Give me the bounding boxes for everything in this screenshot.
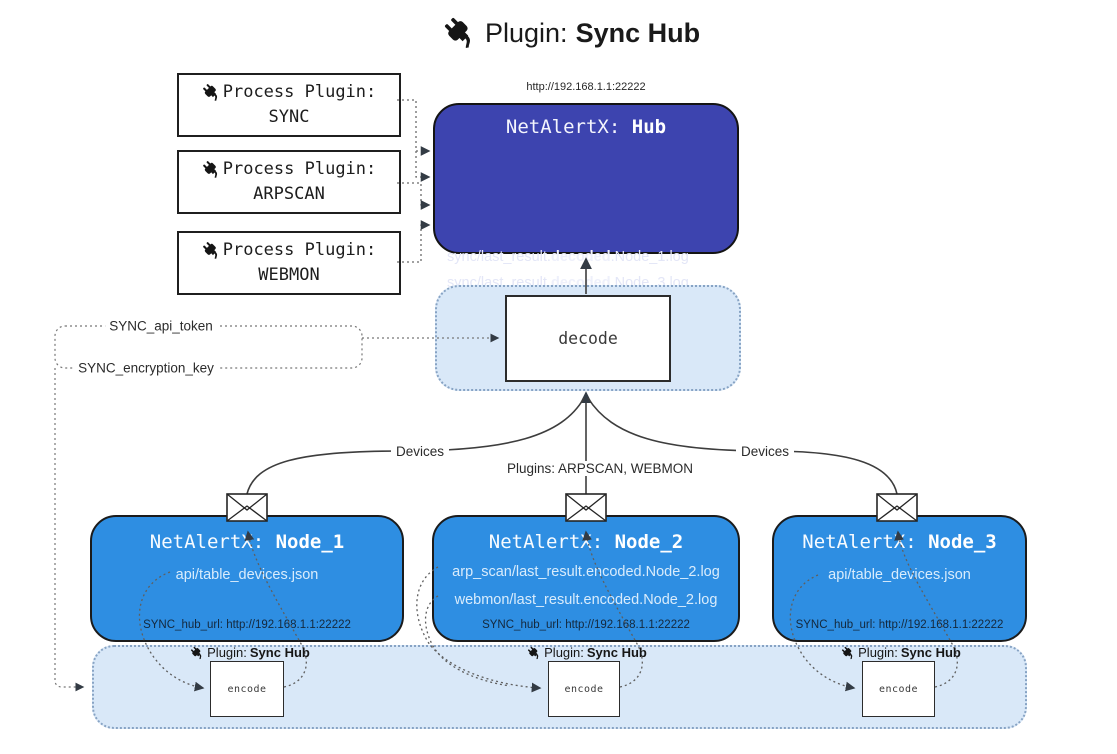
encode-box-node2: encode [548, 661, 620, 717]
process-plugin-label: Process Plugin: [222, 82, 377, 102]
node-hub-url: SYNC_hub_url: http://192.168.1.1:22222 [143, 619, 351, 631]
decode-box: decode [505, 295, 671, 382]
plug-icon [202, 160, 221, 179]
encode-label: encode [878, 683, 919, 695]
plug-icon [202, 83, 221, 102]
plug-icon [527, 646, 541, 660]
encode-label: encode [564, 683, 604, 695]
sync-api-token-label: SYNC_api_token [105, 318, 217, 334]
encoder-plugin-label: Plugin: Sync Hub [527, 645, 647, 660]
decode-label: decode [558, 329, 618, 348]
encode-label: encode [227, 683, 267, 695]
encoder-plugin-label: Plugin: Sync Hub [190, 645, 310, 660]
process-plugin-name: SYNC [268, 107, 310, 127]
node-file: api/table_devices.json [175, 567, 319, 583]
plug-icon [841, 646, 855, 660]
plug-icon [202, 241, 221, 260]
page-title-name: Sync Hub [575, 17, 701, 48]
node-hub-url: SYNC_hub_url: http://192.168.1.1:22222 [795, 619, 1004, 631]
node-title: NetAlertX: Node_3 [802, 531, 997, 553]
nodes-to-decode-curves [246, 391, 898, 495]
node-box-node1: NetAlertX: Node_1 api/table_devices.json… [90, 515, 404, 642]
hub-box: NetAlertX: Hub sync/last_result.decoded.… [433, 103, 739, 338]
process-plugin-label: Process Plugin: [222, 159, 377, 179]
process-plugin-name: WEBMON [258, 265, 320, 285]
hub-title: NetAlertX: Hub [505, 116, 667, 138]
node-file: webmon/last_result.encoded.Node_2.log [454, 592, 718, 608]
plug-icon [190, 646, 204, 660]
devices-label-right: Devices [735, 444, 795, 459]
encode-box-node3: encode [862, 661, 935, 717]
node-file: api/table_devices.json [828, 567, 971, 583]
node-box-node2: NetAlertX: Node_2 arp_scan/last_result.e… [432, 515, 740, 642]
hub-url-label: http://192.168.1.1:22222 [526, 81, 646, 93]
plug-icon [443, 16, 477, 50]
process-to-hub-connectors [397, 99, 431, 263]
page-title: Plugin: Sync Hub [443, 16, 700, 50]
node-box-node3: NetAlertX: Node_3 api/table_devices.json… [772, 515, 1027, 642]
process-plugin-box-sync: Process Plugin: SYNC [177, 73, 401, 137]
plugins-edge-label: Plugins: ARPSCAN, WEBMON [501, 461, 699, 476]
node-title: NetAlertX: Node_2 [488, 531, 684, 553]
sync-encryption-key-label: SYNC_encryption_key [74, 360, 218, 376]
hub-log-line: sync/last_result.decoded.Node_1.log [447, 249, 689, 265]
process-plugin-label: Process Plugin: [222, 240, 377, 260]
devices-label-left: Devices [390, 444, 450, 459]
encoder-plugin-label: Plugin: Sync Hub [841, 645, 961, 660]
encode-box-node1: encode [210, 661, 284, 717]
node-title: NetAlertX: Node_1 [149, 531, 345, 553]
node-hub-url: SYNC_hub_url: http://192.168.1.1:22222 [482, 619, 690, 631]
process-plugin-box-arpscan: Process Plugin: ARPSCAN [177, 150, 401, 214]
page-title-prefix: Plugin: [485, 17, 568, 48]
process-plugin-name: ARPSCAN [253, 184, 325, 204]
process-plugin-box-webmon: Process Plugin: WEBMON [177, 231, 401, 295]
node-file: arp_scan/last_result.encoded.Node_2.log [452, 564, 720, 580]
